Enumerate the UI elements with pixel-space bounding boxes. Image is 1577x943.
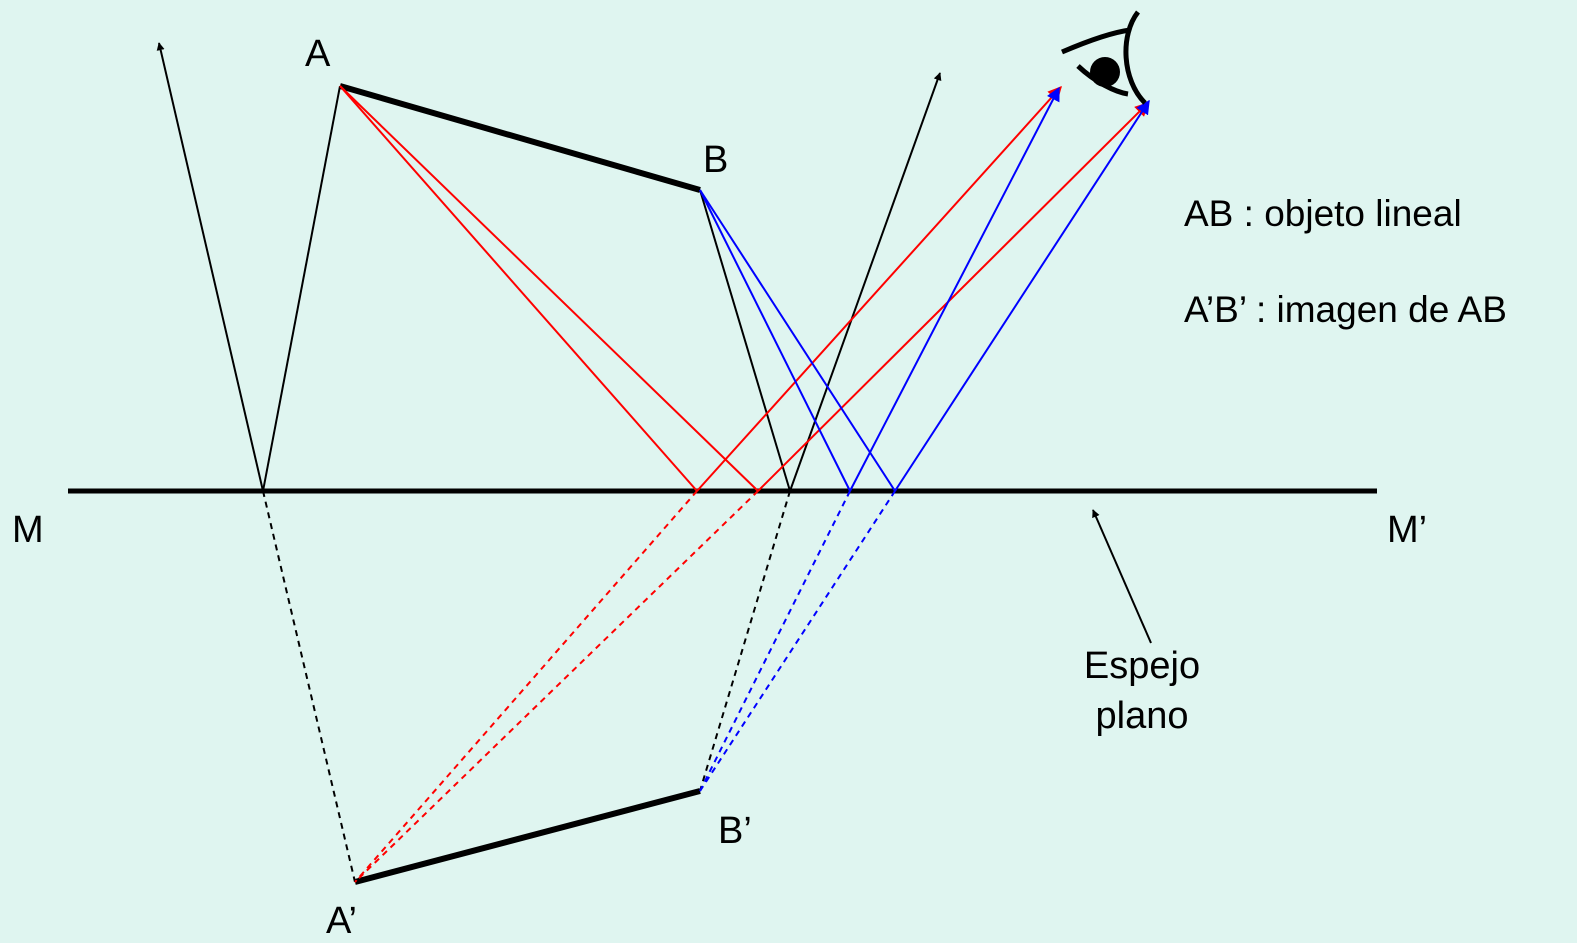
ray-a-to-mirror-black [262,85,341,492]
ray-b-incident-2 [699,189,896,492]
ray-a-incident-1 [339,85,698,492]
ray-a-reflected-1 [696,85,1062,492]
mirror-pointer-arrow [1092,509,1152,644]
virtual-ray-blue-2 [699,490,896,792]
ray-a-incident-2 [339,85,759,492]
ray-reflected-right-black [789,72,942,492]
ray-a-reflected-2 [757,102,1149,492]
ray-reflected-left-black [156,42,264,492]
virtual-ray-blue-1 [699,490,851,792]
virtual-ray-black-right [699,490,791,792]
label-mirror-left: M [12,509,44,551]
label-point-a: A [305,33,331,75]
virtual-ray-red-2 [354,490,759,883]
object-segment-ab [339,83,701,193]
ray-b-reflected-2 [894,99,1150,492]
label-mirror-name-line2: plano [1096,695,1189,737]
legend-image: A’B’ : imagen de AB [1184,289,1507,330]
image-segment-ab-prime [354,788,701,885]
virtual-ray-black-left [262,490,356,883]
virtual-ray-red-1 [354,490,698,883]
label-mirror-right: M’ [1387,509,1427,551]
label-point-b-prime: B’ [718,810,752,852]
ray-b-to-mirror-black [699,189,791,492]
ray-b-reflected-1 [849,86,1060,492]
eye-icon [1061,10,1147,105]
label-point-a-prime: A’ [326,900,357,942]
label-mirror-name-line1: Espejo [1084,645,1200,687]
legend-object: AB : objeto lineal [1184,193,1462,234]
label-point-b: B [703,139,728,181]
ray-b-incident-1 [699,189,851,492]
